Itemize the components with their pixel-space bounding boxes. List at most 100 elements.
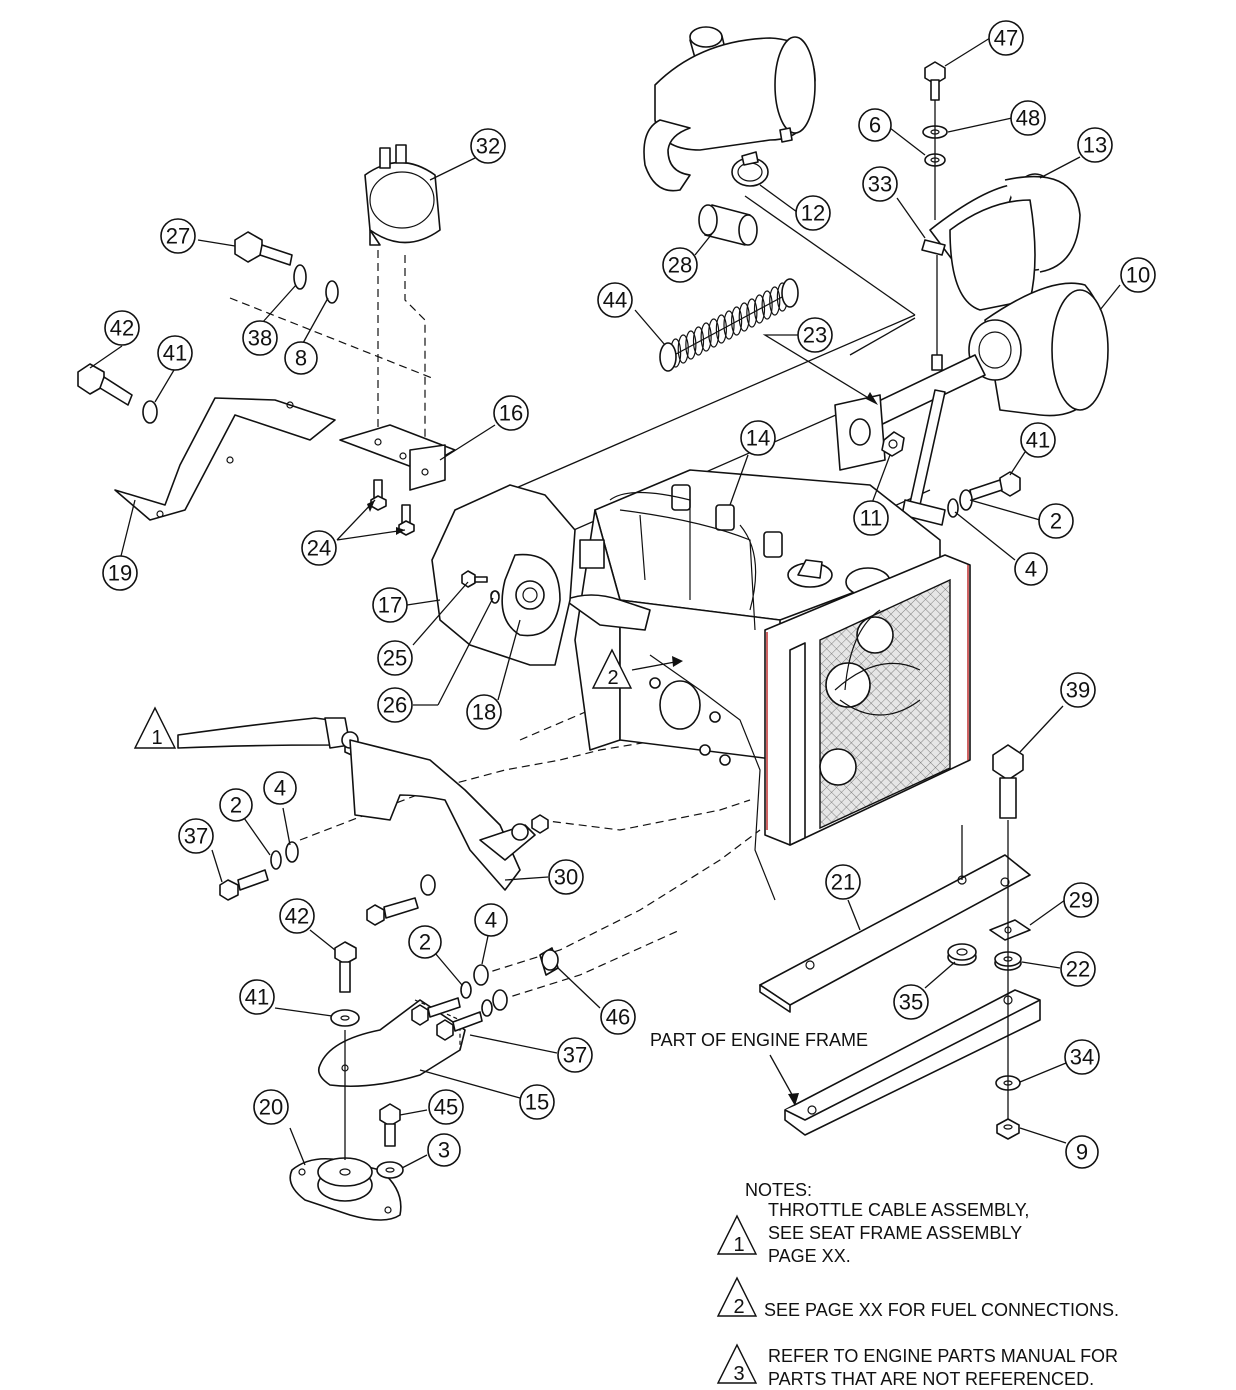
callout-12: 12 [795,195,831,231]
callout-21: 21 [825,864,861,900]
svg-text:41: 41 [1026,428,1050,453]
svg-text:2: 2 [230,793,242,818]
callout-23: 23 [797,317,833,353]
callout-25: 25 [377,640,413,676]
callout-24: 24 [301,530,337,566]
svg-text:9: 9 [1076,1140,1088,1165]
washers-2-4-lower [460,964,508,1017]
svg-text:6: 6 [869,113,881,138]
callout-2-lower: 2 [408,925,442,959]
spring-coil [731,306,743,336]
svg-text:14: 14 [746,426,770,451]
note-3: 3 REFER TO ENGINE PARTS MANUAL FOR PARTS… [716,1343,1118,1389]
svg-text:34: 34 [1070,1045,1094,1070]
svg-text:47: 47 [994,26,1018,51]
pad-29 [989,919,1031,941]
fuel-note-marker: 2 [591,648,683,689]
note-3-line-1: REFER TO ENGINE PARTS MANUAL FOR [768,1346,1118,1366]
svg-text:30: 30 [554,865,578,890]
svg-text:44: 44 [603,288,627,313]
callout-4-right: 4 [1014,552,1048,586]
bolt-37-upper [219,841,299,901]
vertical-stud-lines [344,820,1009,1160]
spring-coil [700,322,712,352]
clamp-32 [364,144,441,246]
nut-9 [996,1118,1020,1140]
svg-text:4: 4 [1025,557,1037,582]
callout-47: 47 [988,20,1024,56]
callout-29: 29 [1063,882,1099,918]
callout-27: 27 [160,218,196,254]
callout-3: 3 [427,1133,461,1167]
callout-22: 22 [1060,951,1096,987]
svg-text:16: 16 [499,401,523,426]
washer-3 [376,1161,404,1179]
note-1-line-1: THROTTLE CABLE ASSEMBLY, [768,1200,1029,1220]
callout-2-upper: 2 [219,788,253,822]
callout-19: 19 [102,555,138,591]
callout-39: 39 [1060,672,1096,708]
callout-26: 26 [377,687,413,723]
callout-9: 9 [1065,1135,1099,1169]
svg-text:3: 3 [438,1138,450,1163]
callout-4-lower: 4 [474,903,508,937]
svg-text:13: 13 [1083,133,1107,158]
muffler-13 [929,173,1081,311]
svg-text:41: 41 [163,341,187,366]
spring-coil [692,326,705,356]
svg-text:10: 10 [1126,263,1150,288]
muffler-10 [968,282,1109,417]
callout-44: 44 [597,282,633,318]
callout-10: 10 [1120,257,1156,293]
svg-text:39: 39 [1066,678,1090,703]
svg-text:37: 37 [184,824,208,849]
bracket-21 [759,854,1031,1013]
plate-16 [339,424,456,491]
svg-text:18: 18 [472,700,496,725]
bolt-25 [461,570,488,588]
clip-46 [539,947,559,976]
isolator-20 [289,1157,402,1221]
callout-35: 35 [893,984,929,1020]
svg-text:33: 33 [868,172,892,197]
svg-text:48: 48 [1016,106,1040,131]
svg-text:11: 11 [860,506,883,531]
exhaust-tube-23 [834,239,986,526]
bolt-47-stack [922,61,948,220]
frame-arrow [769,1054,799,1106]
spring-coil [677,334,689,364]
screws-24 [370,479,415,536]
note-3-symbol: 3 [733,1363,744,1385]
svg-text:25: 25 [383,646,407,671]
callout-32: 32 [470,128,506,164]
callout-13: 13 [1077,127,1113,163]
svg-text:45: 45 [434,1095,458,1120]
spring-coil [746,298,758,328]
callout-41-top: 41 [157,335,193,371]
svg-text:23: 23 [803,323,827,348]
bracket-30 [349,739,549,891]
spring-coil [761,290,773,320]
callout-42-lower: 42 [279,898,315,934]
callout-11: 11 [853,500,889,536]
grommet-35 [947,943,977,966]
callout-16: 16 [493,395,529,431]
callout-30: 30 [548,859,584,895]
note-1-symbol: 1 [733,1234,744,1256]
hose-clamp-12 [731,151,769,187]
notes-block: NOTES: 1 THROTTLE CABLE ASSEMBLY, SEE SE… [716,1180,1119,1389]
note-2-symbol: 2 [733,1296,744,1318]
callout-45: 45 [428,1089,464,1125]
callout-20: 20 [253,1089,289,1125]
svg-text:17: 17 [378,593,402,618]
bolts-37-lower [411,997,483,1041]
svg-text:2: 2 [419,930,431,955]
fuel-marker-number: 2 [607,667,618,689]
svg-text:24: 24 [307,536,331,561]
bolt-39 [992,744,1024,819]
callouts: 47 48 6 13 32 33 12 28 10 27 38 8 44 42 … [102,20,1156,1169]
cable-note-marker: 1 [133,706,177,749]
svg-text:22: 22 [1066,957,1090,982]
callout-33: 33 [862,166,898,202]
